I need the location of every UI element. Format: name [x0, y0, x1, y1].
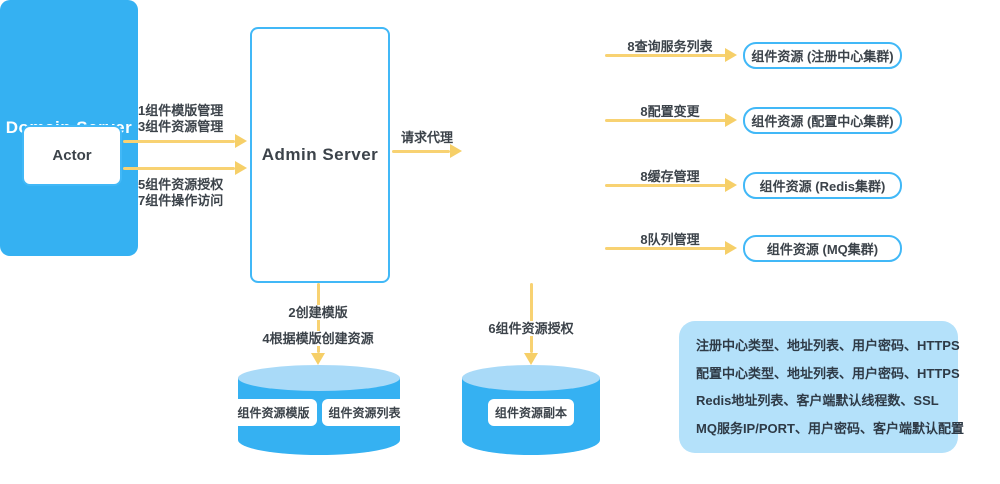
admin-storage-arrow-head [311, 353, 325, 365]
proxy-arrow-head [450, 144, 462, 158]
proxy-arrow-shaft [392, 150, 450, 153]
admin-storage-cylinder: 组件资源模版 组件资源列表 [230, 365, 408, 455]
domain-storage-arrow-label: 6组件资源授权 [451, 318, 611, 337]
flow-row-2-target: 组件资源 (配置中心集群) [743, 107, 902, 134]
admin-server-node: Admin Server [250, 27, 390, 283]
admin-storage-arrow-label-4-text: 4根据模版创建资源 [259, 331, 377, 346]
domain-storage-cylinder: 组件资源副本 [462, 365, 600, 455]
flow-row-4-label: 8队列管理 [640, 232, 700, 247]
flow-row-4-shaft [605, 247, 727, 250]
flow-row-3-shaft [605, 184, 727, 187]
cylinder-top [238, 365, 400, 391]
actor-admin-arrow-2-shaft [123, 167, 235, 170]
domain-storage-arrow-shaft [530, 283, 533, 353]
flow-row-1-target: 组件资源 (注册中心集群) [743, 42, 902, 69]
actor-admin-arrow-2-head [235, 161, 247, 175]
storage-item-template: 组件资源模版 [230, 399, 317, 426]
domain-storage-arrow-head [524, 353, 538, 365]
actor-admin-top-labels: 1组件模版管理 3组件资源管理 [138, 103, 223, 135]
storage-item-replica: 组件资源副本 [487, 399, 574, 426]
cylinder-top [462, 365, 600, 391]
config-note-config-center: 配置中心类型、地址列表、用户密码、HTTPS [696, 365, 960, 381]
flow-row-3-head [725, 178, 737, 192]
domain-storage-arrow-label-text: 6组件资源授权 [485, 321, 577, 336]
domain-storage-items: 组件资源副本 [462, 399, 600, 426]
flow-row-3-target: 组件资源 (Redis集群) [743, 172, 902, 199]
flow-row-3-target-label: 组件资源 (Redis集群) [759, 179, 886, 194]
config-note-registry: 注册中心类型、地址列表、用户密码、HTTPS [696, 338, 960, 353]
admin-storage-items: 组件资源模版 组件资源列表 [230, 399, 408, 426]
flow-row-1-target-label: 组件资源 (注册中心集群) [751, 49, 894, 64]
admin-storage-arrow-label-2-text: 2创建模版 [285, 305, 351, 320]
flow-label-7: 7组件操作访问 [138, 193, 224, 208]
flow-row-1-shaft [605, 54, 727, 57]
flow-label-3: 3组件资源管理 [138, 119, 224, 134]
flow-label-5: 5组件资源授权 [138, 177, 224, 192]
actor-admin-bottom-labels: 5组件资源授权 7组件操作访问 [138, 177, 223, 209]
flow-row-4-target: 组件资源 (MQ集群) [743, 235, 902, 262]
storage-item-list: 组件资源列表 [321, 399, 408, 426]
flow-label-1: 1组件模版管理 [138, 103, 224, 118]
admin-storage-arrow-label-2: 2创建模版 [248, 302, 388, 321]
config-note-mq: MQ服务IP/PORT、用户密码、客户端默认配置 [696, 420, 964, 436]
flow-row-3-label: 8缓存管理 [640, 169, 700, 184]
config-note-redis: Redis地址列表、客户端默认线程数、SSL [696, 393, 939, 408]
config-notes-box: 注册中心类型、地址列表、用户密码、HTTPS 配置中心类型、地址列表、用户密码、… [679, 321, 964, 453]
actor-node: Actor [22, 125, 122, 186]
flow-row-2-head [725, 113, 737, 127]
flow-row-4-target-label: 组件资源 (MQ集群) [766, 242, 879, 257]
admin-server-label: Admin Server [261, 145, 379, 164]
flow-row-2-shaft [605, 119, 727, 122]
flow-row-4-head [725, 241, 737, 255]
actor-label: Actor [52, 147, 92, 164]
flow-row-1-head [725, 48, 737, 62]
actor-admin-arrow-1-shaft [123, 140, 235, 143]
admin-storage-arrow-label-4: 4根据模版创建资源 [238, 328, 398, 347]
flow-row-2-target-label: 组件资源 (配置中心集群) [751, 114, 894, 129]
flow-row-1-label: 8查询服务列表 [627, 39, 713, 54]
proxy-arrow-label: 请求代理 [400, 130, 453, 145]
actor-admin-arrow-1-head [235, 134, 247, 148]
flow-row-2-label: 8配置变更 [640, 104, 700, 119]
